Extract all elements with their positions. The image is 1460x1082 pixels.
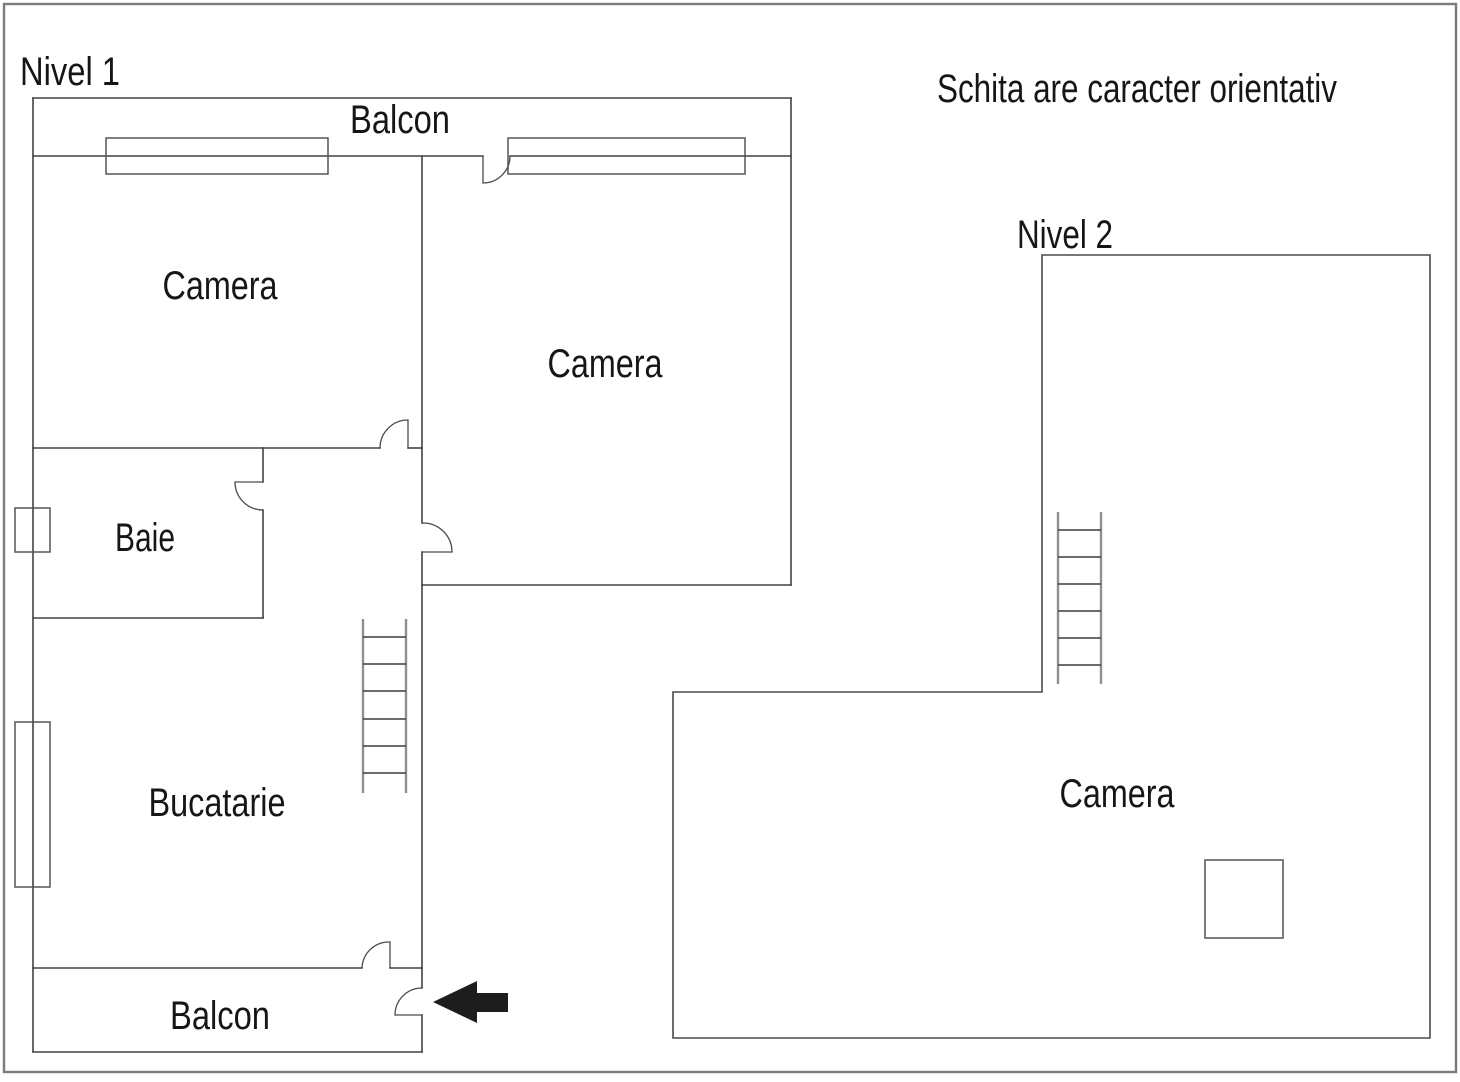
- level1-title: Nivel 1: [20, 50, 120, 94]
- stairs-nivel1: [361, 619, 408, 793]
- door-bucatarie-to-balcon: [361, 941, 391, 969]
- nivel1-plan: [14, 97, 792, 1053]
- room-balcon-bottom: Balcon: [170, 994, 270, 1038]
- door-balcon-exit: [394, 987, 423, 1016]
- nivel1-walls: [32, 97, 792, 1053]
- nivel2-square: [1204, 859, 1284, 939]
- door-balcon-to-camera-right: [482, 155, 511, 184]
- door-camera-topleft: [379, 419, 409, 449]
- stairs-layer: [361, 512, 1103, 793]
- room-camera-right: Camera: [548, 342, 664, 386]
- nivel1-doors: [234, 155, 511, 1016]
- window-baie: [14, 507, 51, 553]
- nivel2-outline: [672, 254, 1431, 1039]
- nivel1-windows: [14, 137, 746, 888]
- stairs-nivel2: [1056, 512, 1103, 684]
- door-baie: [234, 481, 264, 511]
- nivel2-plan: [672, 254, 1431, 1039]
- window-balcon-left: [105, 137, 329, 175]
- level2-title: Nivel 2: [1017, 213, 1113, 257]
- window-balcon-right: [507, 137, 746, 175]
- orientative-note: Schita are caracter orientativ: [937, 67, 1337, 111]
- room-camera-topleft: Camera: [163, 264, 279, 308]
- room-camera-nivel2: Camera: [1060, 772, 1176, 816]
- labels-layer: Nivel 1 Schita are caracter orientativNiv…: [20, 50, 1337, 1038]
- entrance-arrow: [433, 981, 508, 1023]
- room-balcon-top: Balcon: [350, 98, 450, 142]
- window-bucatarie: [14, 721, 51, 888]
- arrow-layer: [433, 981, 508, 1023]
- room-bucatarie: Bucatarie: [149, 781, 286, 825]
- door-camera-right: [421, 522, 453, 553]
- room-baie: Baie: [115, 516, 175, 560]
